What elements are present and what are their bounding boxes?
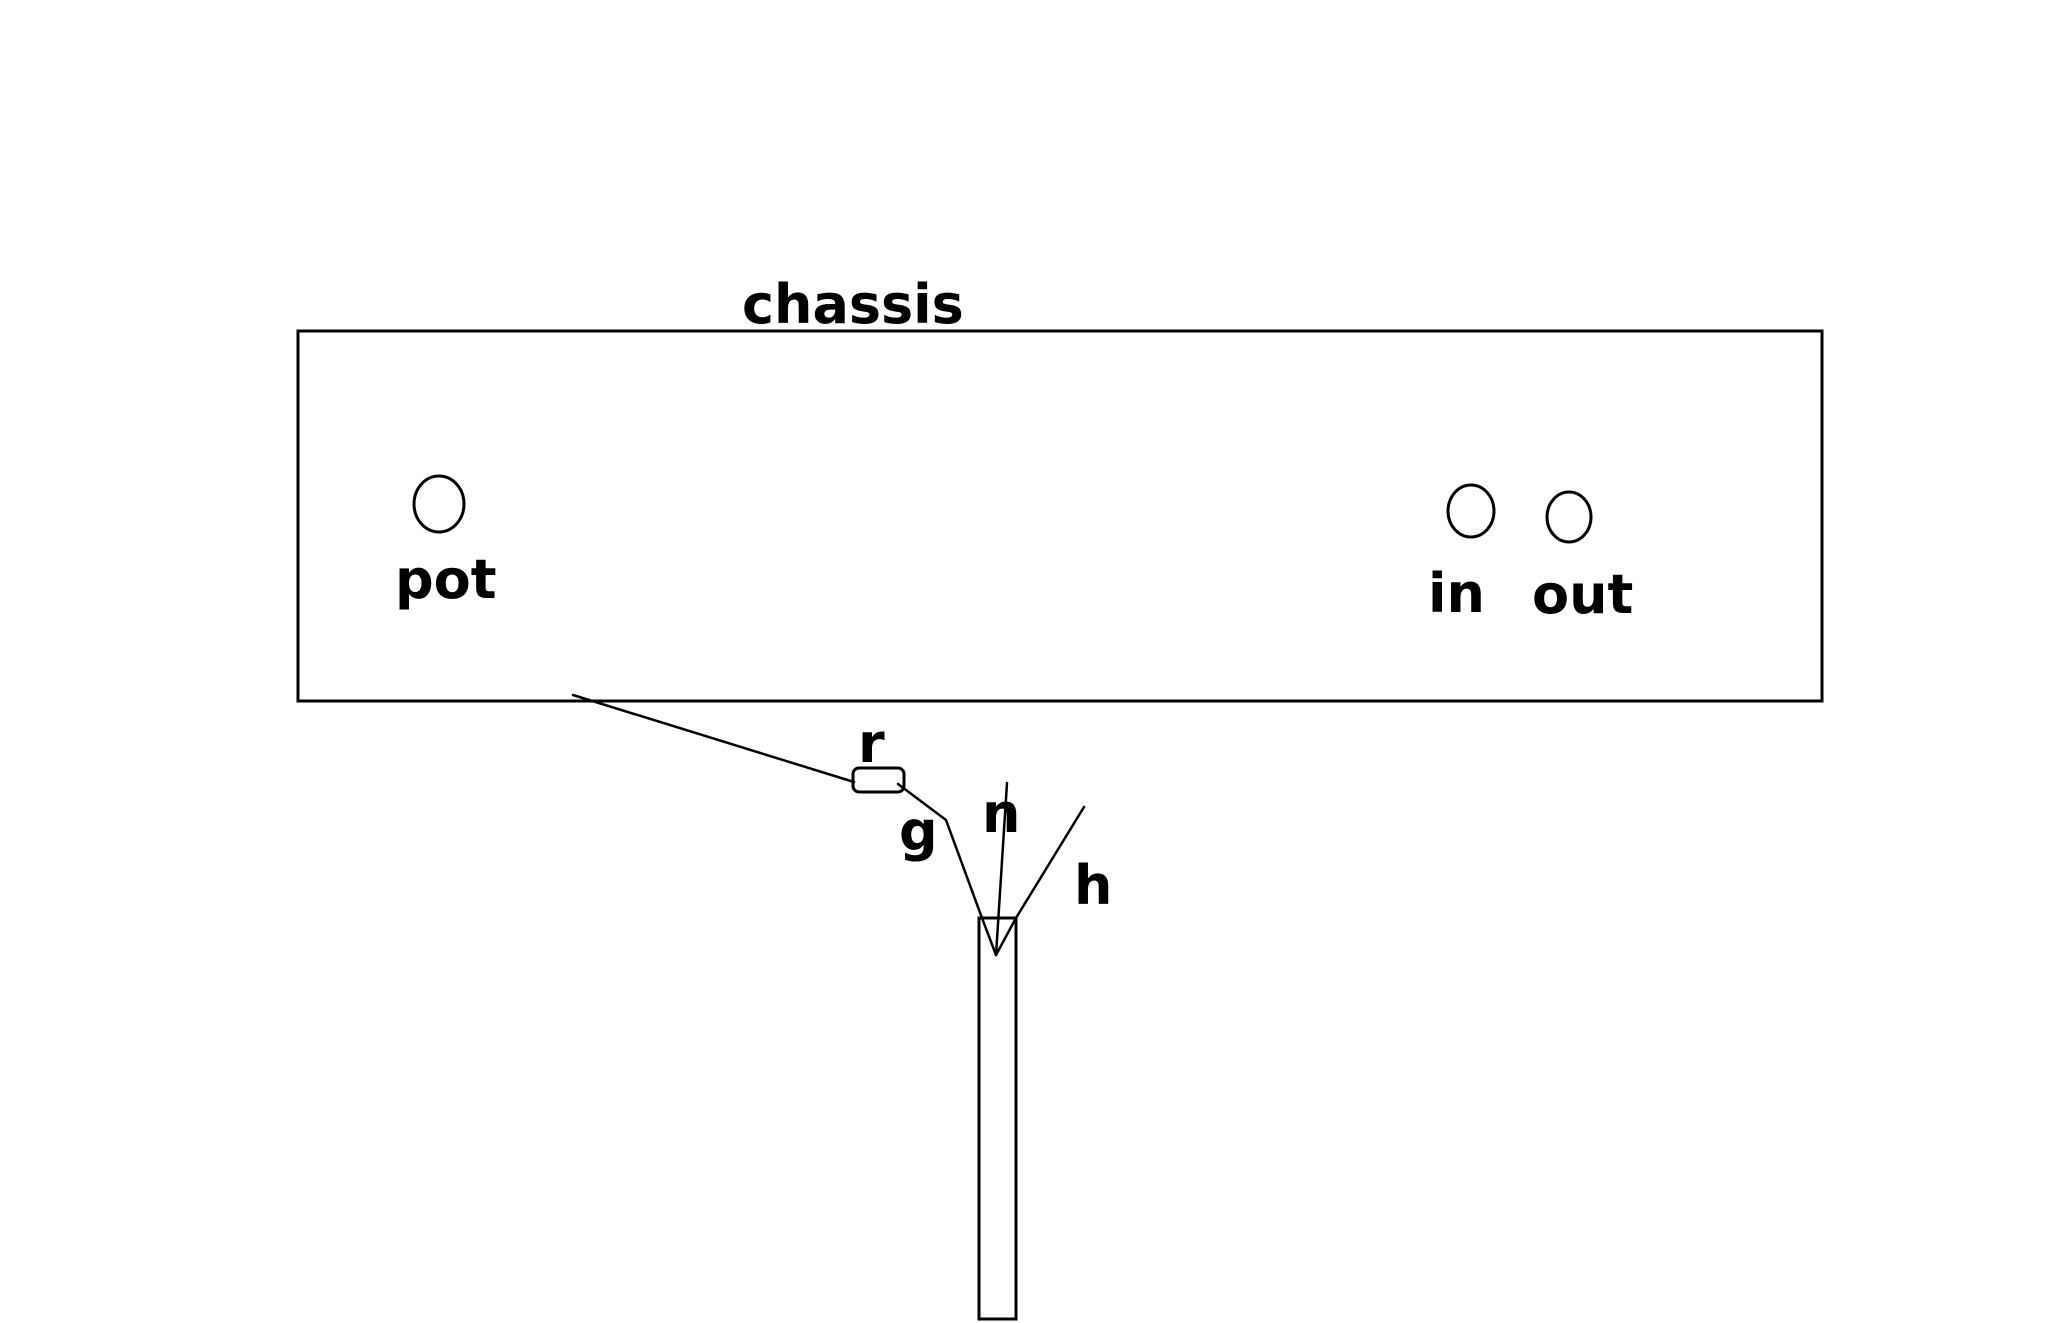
chassis-label: chassis [742,273,964,336]
neutral-wire [994,781,1009,957]
ground-wire [896,782,998,957]
in-jack-hole [1446,483,1496,539]
pot-hole [412,474,466,534]
ground-label: g [899,800,938,863]
out-jack-hole [1545,490,1593,544]
chassis-box [296,329,1824,703]
power-cord [977,916,1018,1321]
chassis-ground-wire [571,693,856,784]
resistor-label: r [858,712,885,775]
pot-label: pot [395,548,497,611]
in-label: in [1428,562,1485,625]
neutral-label: n [982,782,1020,845]
hot-label: h [1074,854,1112,917]
out-label: out [1532,563,1633,626]
resistor [851,766,906,794]
